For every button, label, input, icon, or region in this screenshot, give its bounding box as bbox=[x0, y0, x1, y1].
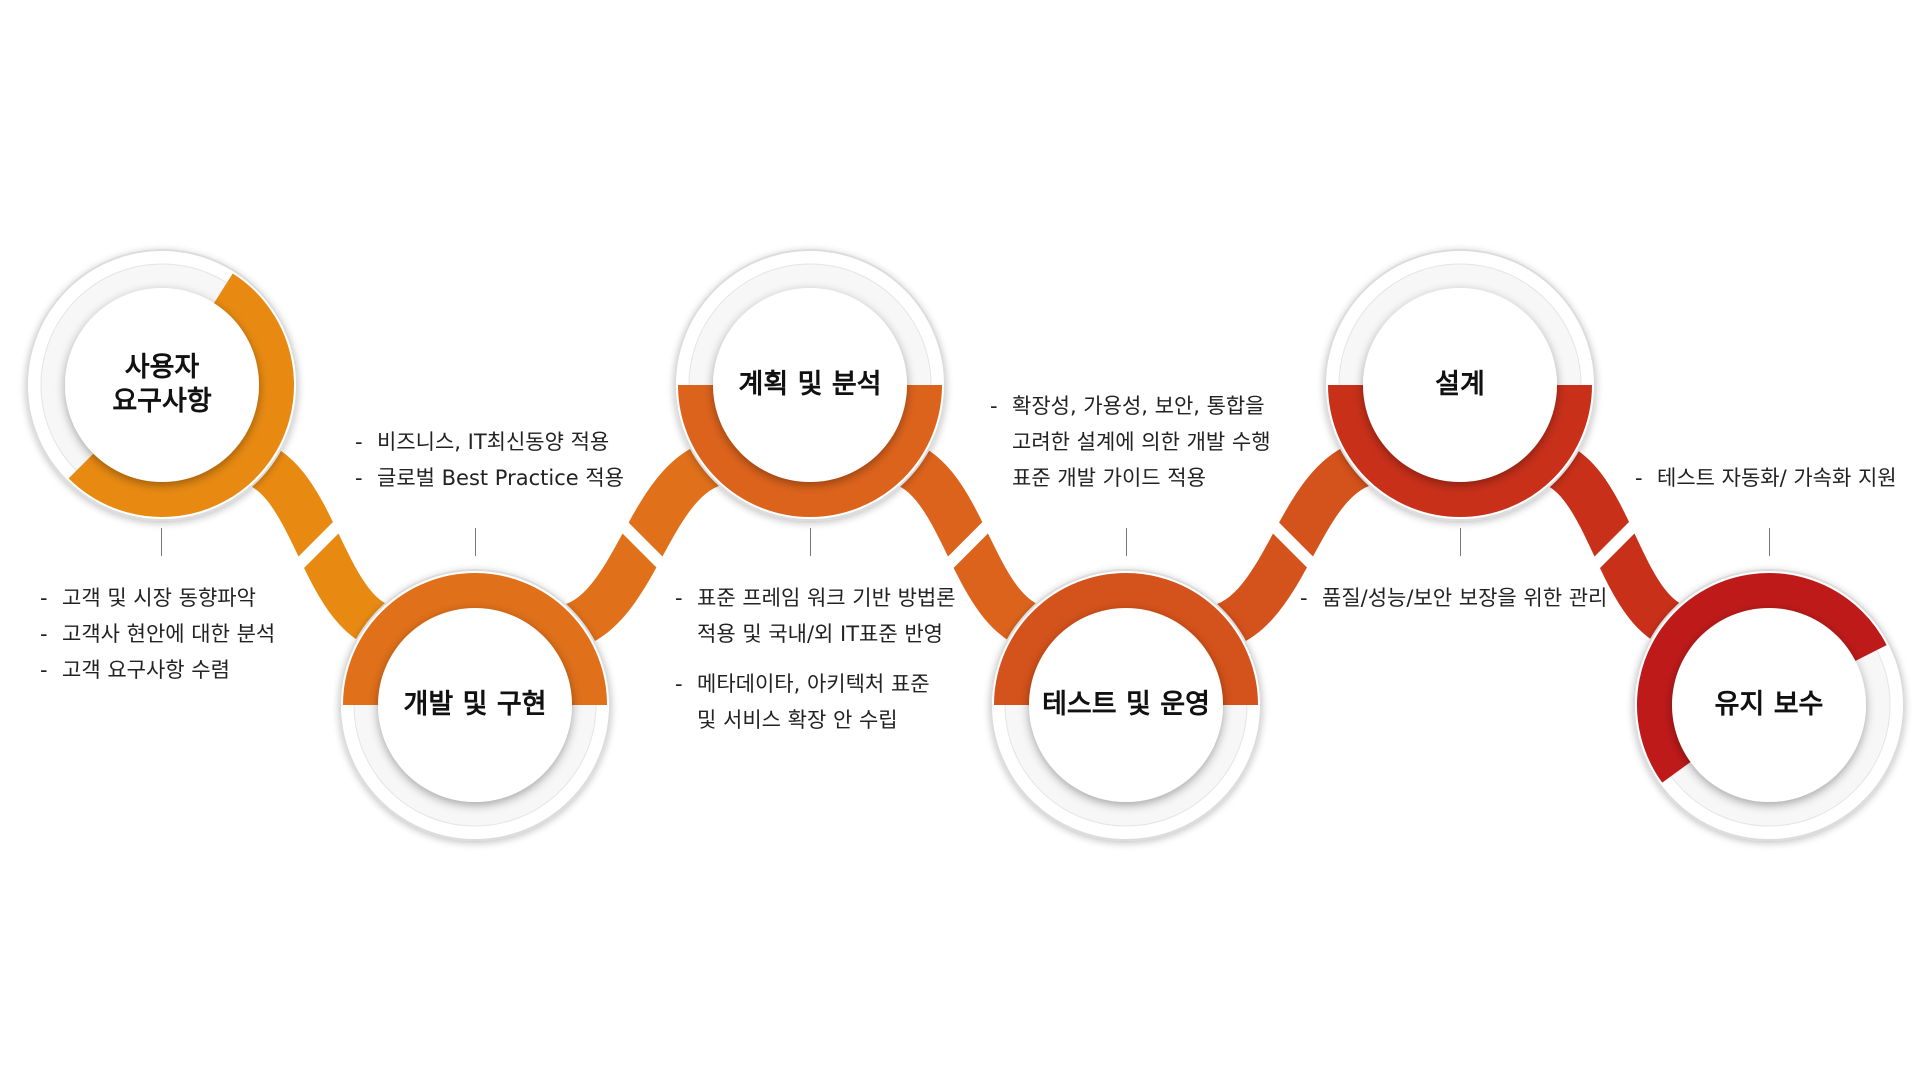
connector-notch bbox=[617, 519, 668, 571]
ring-arc bbox=[994, 573, 1258, 706]
stage-description-design: 품질/성능/보안 보장을 위한 관리 bbox=[1300, 580, 1607, 616]
stage-title-maintenance: 유지 보수 bbox=[1714, 689, 1824, 720]
ring-layer bbox=[26, 249, 1905, 841]
ring-arc bbox=[1637, 573, 1887, 783]
ring-center bbox=[65, 288, 259, 482]
description-item: 표준 프레임 워크 기반 방법론 적용 및 국내/외 IT표준 반영 bbox=[675, 580, 956, 652]
ring-arc bbox=[1328, 384, 1592, 517]
stage-title-design: 설계 bbox=[1435, 369, 1485, 400]
stage-ring bbox=[339, 569, 611, 841]
description-item: 고객 요구사항 수렴 bbox=[40, 652, 275, 688]
stage-ring bbox=[1324, 249, 1596, 521]
description-item: 고객 및 시장 동향파악 bbox=[40, 580, 275, 616]
stage-description-requirements: 고객 및 시장 동향파악 고객사 현안에 대한 분석 고객 요구사항 수렴 bbox=[40, 580, 275, 688]
stage-ring bbox=[26, 249, 298, 521]
stage-title-planning: 계획 및 분석 bbox=[738, 369, 882, 400]
stage-description-planning: 표준 프레임 워크 기반 방법론 적용 및 국내/외 IT표준 반영 메타데이타… bbox=[675, 580, 956, 738]
divider-tick bbox=[1126, 528, 1127, 556]
description-item: 메타데이타, 아키텍처 표준 및 서비스 확장 안 수립 bbox=[675, 666, 956, 738]
stage-ring bbox=[674, 249, 946, 521]
divider-tick bbox=[810, 528, 811, 556]
ring-arc bbox=[343, 573, 607, 706]
ring-center bbox=[713, 288, 907, 482]
connector-notch bbox=[942, 519, 994, 571]
ring-center bbox=[1363, 288, 1557, 482]
ring-arc bbox=[678, 384, 942, 517]
stage-description-maintenance: 테스트 자동화/ 가속화 지원 bbox=[1635, 460, 1897, 496]
description-item: 테스트 자동화/ 가속화 지원 bbox=[1635, 460, 1897, 496]
connector-notch bbox=[1589, 519, 1640, 571]
stage-description-development: 비즈니스, IT최신동양 적용 글로벌 Best Practice 적용 bbox=[355, 424, 624, 496]
stage-ring bbox=[990, 569, 1262, 841]
connector-notch bbox=[293, 519, 344, 571]
divider-tick bbox=[475, 528, 476, 556]
description-item: 글로벌 Best Practice 적용 bbox=[355, 460, 624, 496]
description-item: 품질/성능/보안 보장을 위한 관리 bbox=[1300, 580, 1607, 616]
connector-notch bbox=[1267, 519, 1319, 571]
ring-center bbox=[378, 608, 572, 802]
description-item: 고객사 현안에 대한 분석 bbox=[40, 616, 275, 652]
ring-center bbox=[1672, 608, 1866, 802]
divider-tick bbox=[1769, 528, 1770, 556]
stage-title-development: 개발 및 구현 bbox=[403, 689, 547, 720]
stage-description-testing: 확장성, 가용성, 보안, 통합을 고려한 설계에 의한 개발 수행 표준 개발… bbox=[990, 388, 1271, 496]
stage-title-requirements: 사용자 요구사항 bbox=[112, 352, 212, 417]
divider-tick bbox=[1460, 528, 1461, 556]
description-item: 확장성, 가용성, 보안, 통합을 고려한 설계에 의한 개발 수행 표준 개발… bbox=[990, 388, 1271, 496]
divider-tick bbox=[161, 528, 162, 556]
description-item: 비즈니스, IT최신동양 적용 bbox=[355, 424, 624, 460]
stage-ring bbox=[1633, 569, 1905, 841]
stage-title-testing: 테스트 및 운영 bbox=[1042, 689, 1210, 720]
ring-arc bbox=[68, 273, 294, 517]
ring-center bbox=[1029, 608, 1223, 802]
